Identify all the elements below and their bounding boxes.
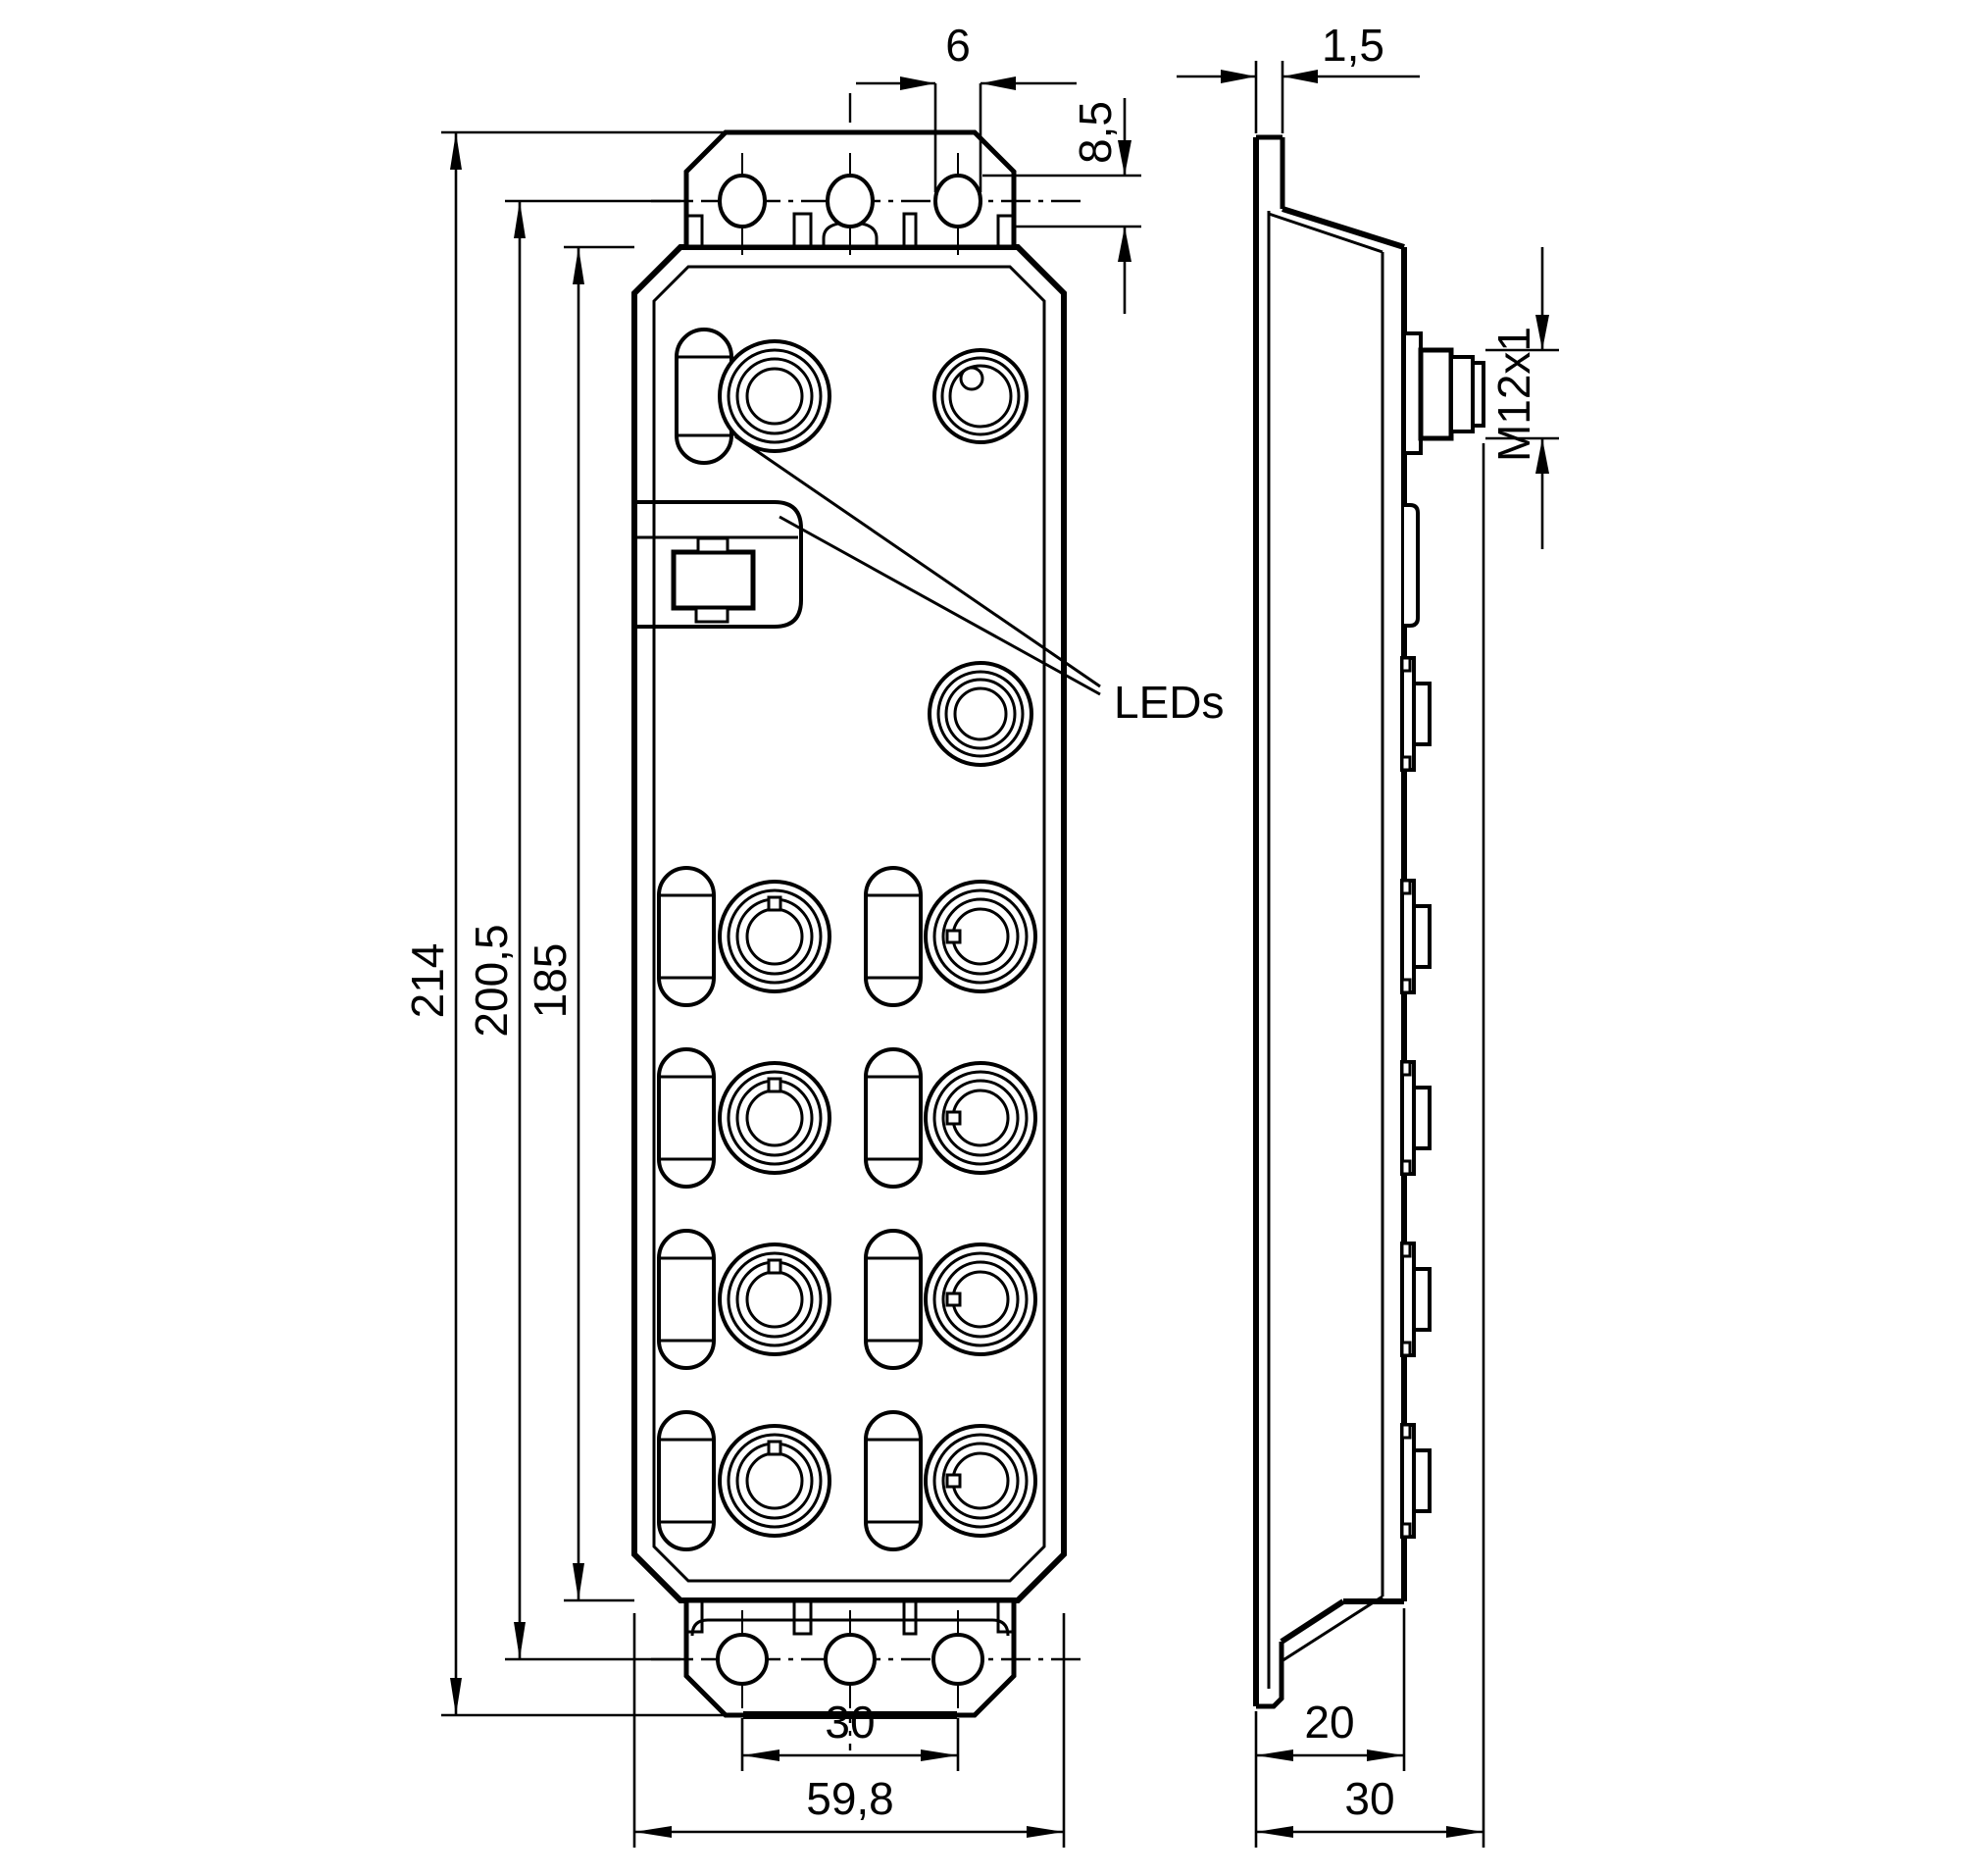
dim-label-hole-spacing: 30 (825, 1697, 875, 1748)
bottom-mounting-flange (651, 1597, 1088, 1719)
service-panel (635, 500, 803, 629)
front-view (631, 93, 1088, 1750)
dim-label-flange-thickness: 1,5 (1322, 20, 1384, 71)
dim-label-slot-width: 6 (945, 20, 971, 71)
socket-bump (1400, 1242, 1432, 1357)
socket-bump (1400, 1060, 1432, 1176)
dim-label-body-height: 185 (525, 943, 576, 1019)
leds-label: LEDs (1114, 677, 1224, 728)
service-connector (671, 549, 756, 611)
dim-label-slot-height: 8,5 (1070, 101, 1121, 164)
dim-label-body-depth: 20 (1304, 1697, 1354, 1748)
m12-connector-side (1402, 331, 1485, 455)
connector-rows (657, 866, 1037, 1551)
top-connector-row (675, 328, 1029, 465)
dim-label-overall-depth: 30 (1344, 1773, 1394, 1824)
leader-line (734, 434, 1101, 688)
dim-slot-height: 8,5 (982, 98, 1141, 314)
dim-hole-spacing: 30 (740, 1697, 960, 1771)
dim-overall-height: 214 (402, 130, 745, 1717)
mounting-slot (826, 174, 875, 228)
dim-connector-thread: M12x1 (1485, 247, 1559, 549)
dimensions: 214 200,5 185 6 (402, 20, 1559, 1848)
mounting-slot (933, 174, 982, 228)
socket-bumps-side (1400, 656, 1432, 1539)
mounting-slot (718, 174, 767, 228)
service-panel-side (1404, 503, 1420, 628)
m12-socket (718, 339, 831, 453)
mounting-hole (716, 1633, 769, 1686)
mounting-hole (824, 1633, 877, 1686)
mounting-hole (931, 1633, 984, 1686)
dim-slot-width: 6 (856, 20, 1077, 192)
dim-label-connector-thread: M12x1 (1488, 327, 1539, 462)
dim-label-mount-span: 200,5 (466, 924, 517, 1037)
dim-body-height: 185 (525, 245, 634, 1602)
leader-line (779, 515, 1101, 696)
connector-row (657, 866, 1037, 1007)
connector-row (657, 1047, 1037, 1189)
socket-bump (1400, 656, 1432, 772)
front-body-inner-line (652, 265, 1046, 1583)
dim-label-overall-width: 59,8 (806, 1773, 894, 1824)
dim-mount-span: 200,5 (466, 199, 686, 1661)
connector-row (657, 1229, 1037, 1370)
dim-overall-depth: 30 (1256, 443, 1485, 1848)
dim-body-depth: 20 (1254, 1608, 1406, 1848)
socket-bump (1400, 1423, 1432, 1539)
socket-bump (1400, 879, 1432, 994)
dim-flange-thickness: 1,5 (1177, 20, 1420, 133)
m12-socket-single (928, 661, 1033, 767)
top-mounting-flange (651, 129, 1088, 255)
connector-row (657, 1410, 1037, 1551)
m12-socket-keyed (932, 348, 1029, 444)
dim-overall-width: 59,8 (632, 1613, 1066, 1848)
side-view (1253, 134, 1485, 1709)
leds-callout: LEDs (734, 434, 1224, 728)
dim-label-overall-height: 214 (402, 943, 453, 1019)
